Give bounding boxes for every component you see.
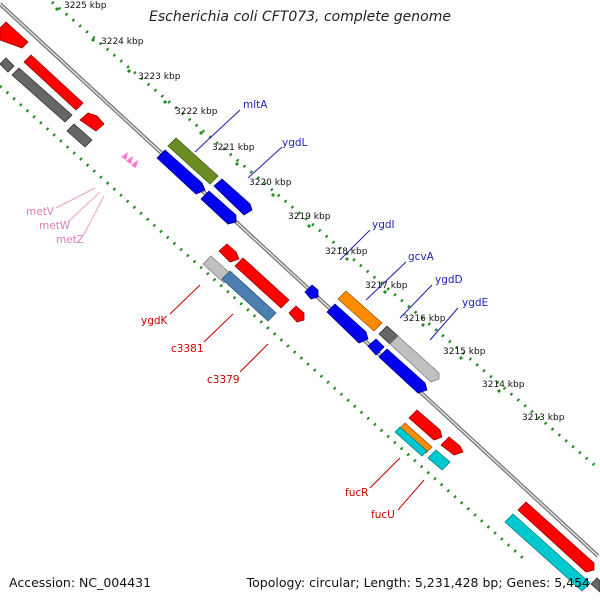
- tick-3213: 3213 kbp: [496, 388, 565, 423]
- gene-label-ygdk[interactable]: ygdK: [141, 315, 169, 327]
- tick-label-3214: 3214 kbp: [482, 380, 525, 390]
- gene-blue-lower[interactable]: [378, 348, 428, 394]
- tick-label-3217: 3217 kbp: [365, 281, 408, 291]
- gene-blue-ygdl[interactable]: [213, 178, 253, 216]
- rna-label-metz[interactable]: metZ: [56, 234, 84, 246]
- gene-red-c3381[interactable]: [234, 257, 290, 309]
- tick-label-3213: 3213 kbp: [522, 413, 565, 423]
- forward-leaders: [194, 109, 459, 341]
- gene-red-fuc-small[interactable]: [440, 436, 464, 456]
- gene-blue-2[interactable]: [200, 190, 237, 225]
- tick-3222: 3222 kbp: [162, 99, 218, 117]
- gene-label-c3381[interactable]: c3381: [171, 343, 204, 355]
- reverse-leaders: [169, 284, 425, 511]
- tick-3214: 3214 kbp: [458, 355, 525, 390]
- gene-red-tiny[interactable]: [288, 305, 305, 323]
- gene-cyan-fucr[interactable]: [394, 426, 428, 457]
- gene-blue-ygdi[interactable]: [304, 284, 319, 300]
- gene-red-upper[interactable]: [23, 54, 84, 111]
- map-title: Escherichia coli CFT073, complete genome: [149, 9, 451, 25]
- tick-label-3215: 3215 kbp: [443, 347, 486, 357]
- gene-blue-gcva-lower[interactable]: [326, 303, 369, 344]
- tick-3224: 3224 kbp: [90, 37, 144, 47]
- tick-label-3223: 3223 kbp: [138, 72, 181, 82]
- gene-red-fuc-upper[interactable]: [408, 409, 443, 441]
- tick-3217: 3217 kbp: [344, 256, 408, 291]
- gene-label-ygdd[interactable]: ygdD: [435, 274, 463, 286]
- gene-label-mlta[interactable]: mltA: [243, 99, 268, 111]
- gene-label-ygdi[interactable]: ygdI: [372, 219, 395, 231]
- rna-label-metv[interactable]: metV: [26, 206, 55, 218]
- tick-label-3225: 3225 kbp: [64, 1, 107, 11]
- gene-darkgray-upper[interactable]: [11, 67, 73, 123]
- gene-red-topleft[interactable]: [0, 21, 29, 49]
- gene-blue-ygdd-small[interactable]: [367, 338, 385, 356]
- gene-label-ygde[interactable]: ygdE: [462, 297, 488, 309]
- accession-text: Accession: NC_004431: [9, 575, 152, 590]
- gene-olive-mlta[interactable]: [167, 137, 219, 185]
- tick-3225: 3225 kbp: [54, 1, 107, 12]
- tick-3216: 3216 kbp: [382, 289, 446, 324]
- gene-blue-1[interactable]: [156, 149, 206, 195]
- tick-label-3219: 3219 kbp: [288, 212, 331, 222]
- rna-pink-marks[interactable]: [121, 152, 138, 168]
- tick-label-3221: 3221 kbp: [212, 143, 255, 153]
- tick-label-3220: 3220 kbp: [249, 178, 292, 188]
- gene-lightgray-ygde[interactable]: [389, 335, 440, 383]
- gene-label-fucr[interactable]: fucR: [345, 487, 368, 499]
- gene-red-small-arrow[interactable]: [79, 112, 105, 132]
- gene-label-c3379[interactable]: c3379: [207, 374, 240, 386]
- gene-label-gcva[interactable]: gcvA: [408, 251, 435, 263]
- tick-3219: 3219 kbp: [270, 192, 331, 222]
- tick-3218: 3218 kbp: [306, 223, 368, 257]
- tick-label-3224: 3224 kbp: [101, 37, 144, 47]
- gene-label-ygdl[interactable]: ygdL: [282, 137, 308, 149]
- gene-label-fucu[interactable]: fucU: [371, 509, 395, 521]
- rna-leaders: [55, 187, 105, 237]
- gene-orange-gcva[interactable]: [337, 290, 383, 332]
- gene-darkgray-topleft[interactable]: [0, 57, 15, 73]
- rna-label-metw[interactable]: metW: [39, 220, 71, 232]
- gene-darkgray-corner[interactable]: [590, 577, 600, 593]
- gene-darkgray-small[interactable]: [66, 123, 93, 148]
- gene-cyan-fucu[interactable]: [427, 449, 451, 471]
- tick-label-3218: 3218 kbp: [325, 247, 368, 257]
- gene-steel-c3379[interactable]: [221, 270, 277, 322]
- gene-cyan-bottomright[interactable]: [504, 513, 591, 592]
- tick-label-3216: 3216 kbp: [403, 314, 446, 324]
- tick-3220: 3220 kbp: [234, 161, 292, 188]
- backbone-highlight: [0, 3, 599, 557]
- ruler-line-inner: [0, 84, 527, 562]
- tick-3223: 3223 kbp: [126, 68, 181, 82]
- tick-3215: 3215 kbp: [420, 322, 486, 357]
- ruler-line-outer: [51, 0, 599, 470]
- tick-label-3222: 3222 kbp: [175, 107, 218, 117]
- gene-red-ygdk-small[interactable]: [218, 243, 240, 263]
- tick-3221: 3221 kbp: [198, 130, 255, 153]
- gene-red-bottomright[interactable]: [517, 501, 595, 573]
- topology-text: Topology: circular; Length: 5,231,428 bp…: [246, 575, 590, 590]
